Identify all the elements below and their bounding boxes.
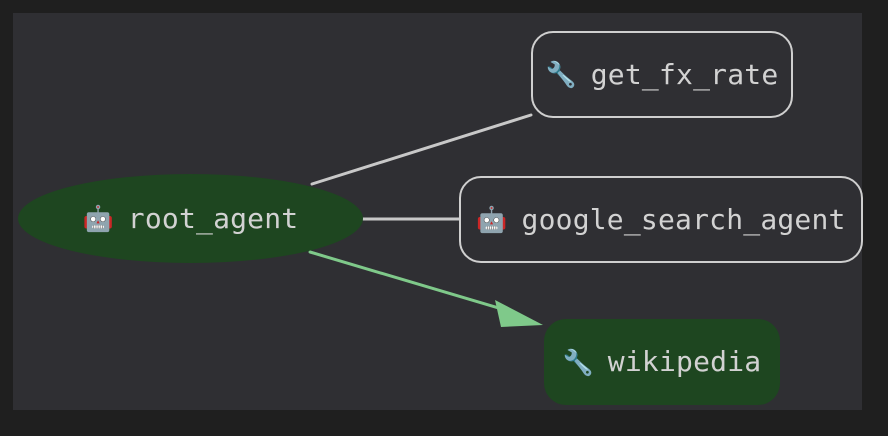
graph-node-root-agent[interactable]: 🤖 root_agent [18, 174, 363, 263]
robot-icon: 🤖 [82, 204, 114, 233]
graph-node-wikipedia[interactable]: 🔧 wikipedia [544, 319, 780, 405]
graph-node-label: wikipedia [607, 345, 762, 378]
graph-node-get-fx-rate[interactable]: 🔧 get_fx_rate [531, 31, 793, 118]
robot-icon: 🤖 [476, 205, 508, 234]
wrench-icon: 🔧 [545, 60, 577, 89]
graph-node-google-search-agent[interactable]: 🤖 google_search_agent [459, 176, 863, 263]
graph-node-label: get_fx_rate [590, 57, 779, 91]
graph-node-label: google_search_agent [521, 202, 846, 236]
wrench-icon: 🔧 [562, 347, 594, 377]
graph-node-label: root_agent [127, 201, 299, 235]
